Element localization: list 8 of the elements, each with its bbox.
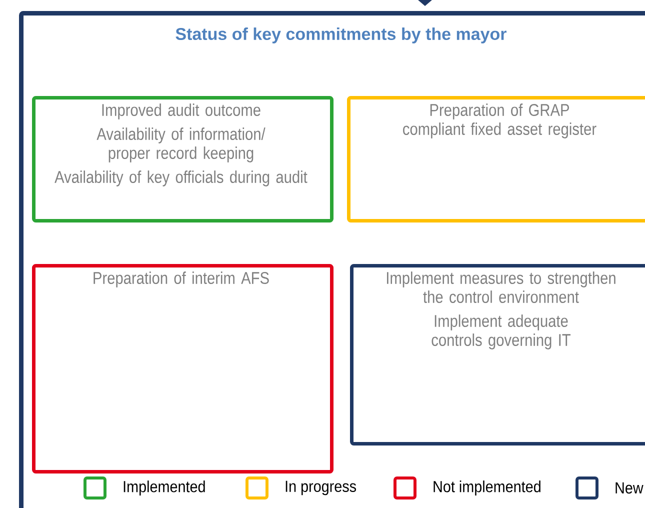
legend-label: Not implemented <box>434 480 540 496</box>
legend-label: Implemented <box>124 480 205 496</box>
legend-label: In progress <box>286 480 356 496</box>
status-box: Preparation of GRAP compliant fixed asset register <box>347 96 645 222</box>
status-box: Implement measures to strengthen the control environment Implement adequate controls governing IT <box>350 264 645 446</box>
legend-label: New <box>616 482 644 494</box>
status-box: Preparation of interim AFS <box>32 264 334 474</box>
status-box: Improved audit outcome Availability of information/ proper record keeping Availability of key officials during audit <box>32 96 334 222</box>
